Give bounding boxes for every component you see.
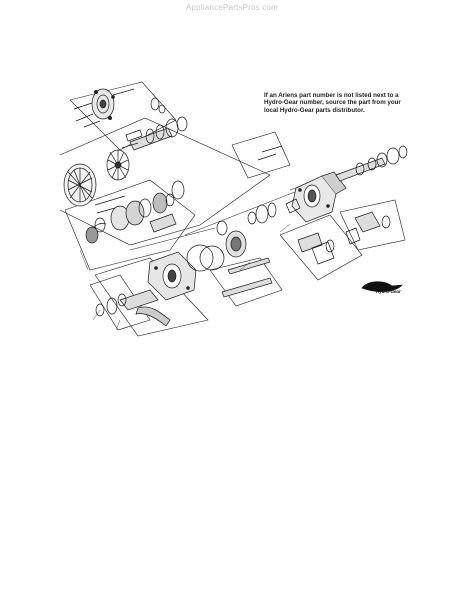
hydro-gear-logo [361,281,403,292]
panel-outline-lower-left [94,257,209,337]
panel-outline-center [231,131,291,179]
panel-outline-left-large [59,117,271,246]
cooling-fan [63,149,130,207]
hydro-gear-brand: Hydro-Gear [376,289,401,294]
panel-outline-lower-mid [89,274,151,331]
cylinder-block-mid [85,180,185,244]
panel-outline-right-bottom [279,214,363,281]
swashplate-right [345,211,391,245]
pump-cover-top [91,88,115,120]
watermark-text: AppliancePartsPros.com [186,3,278,12]
axle-housing-lower [147,251,197,301]
panel-outline-mid [64,179,196,271]
cam-assembly-lower-right [297,232,335,265]
panel-outline-right [339,199,406,251]
pump-housing-right [291,171,347,223]
sourcing-note: If an Ariens part number is not listed n… [264,92,401,114]
axle-shaft-lower [221,257,273,298]
panel-outline-top [69,81,177,151]
center-block-assembly [199,198,301,271]
shaft-assembly-top [121,116,188,151]
